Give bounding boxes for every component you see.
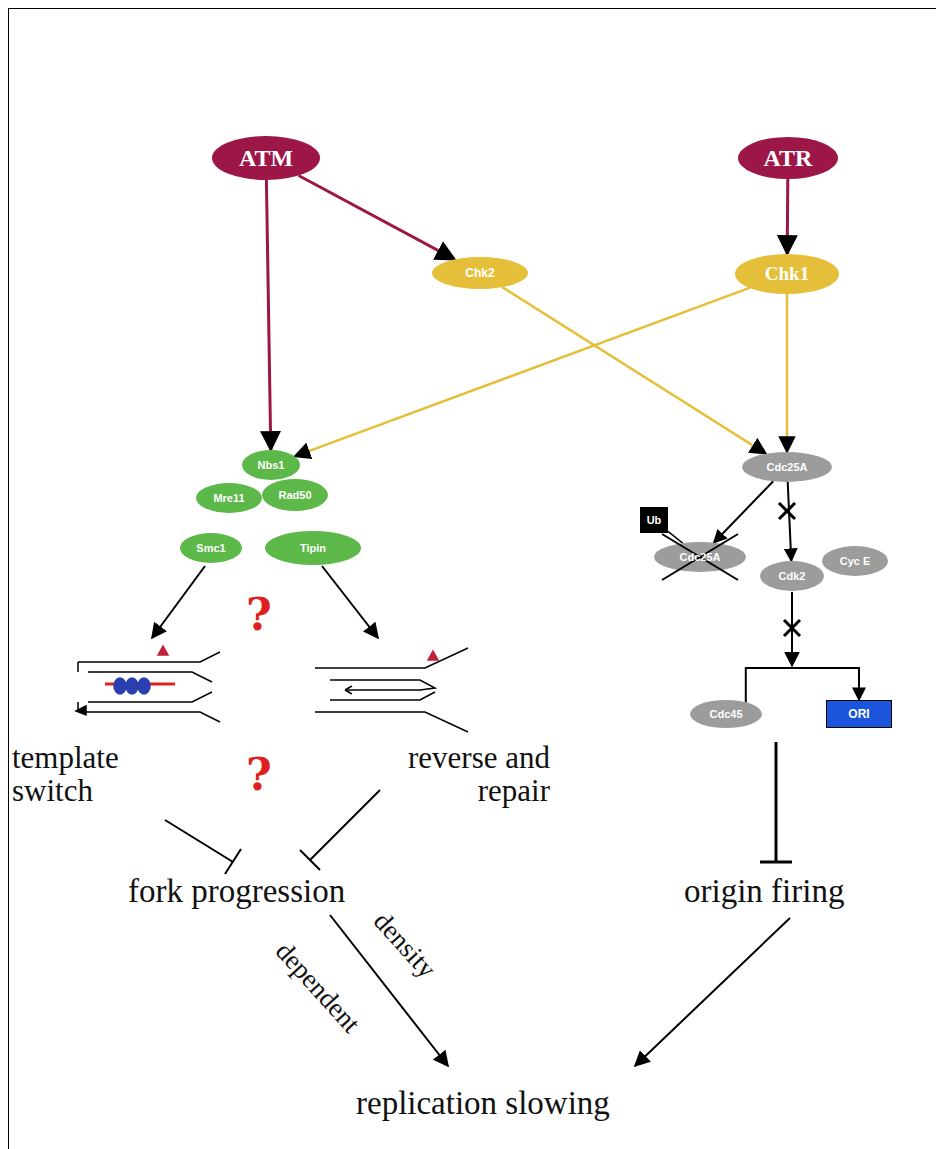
connector [266, 180, 270, 450]
reversed-fork [315, 648, 468, 732]
block-cross [779, 503, 795, 519]
protein-ellipse: Smc1 [180, 533, 242, 563]
connector [786, 179, 790, 254]
process-label: template switch [12, 742, 162, 807]
protein-ellipse: Mre11 [196, 483, 262, 513]
protein-ellipse: Cdk2 [760, 561, 824, 591]
block-cross [784, 620, 800, 636]
node-label: Cdc25A [767, 461, 808, 473]
process-label: fork progression [128, 874, 345, 909]
inhibit-bar [760, 861, 792, 864]
node-label: Ub [647, 514, 662, 526]
node-label: Smc1 [196, 542, 225, 554]
node-label: ORI [848, 707, 869, 721]
connector [786, 294, 789, 452]
node-label: Mre11 [213, 492, 244, 504]
inhibit-line [775, 742, 778, 862]
inhibit-line [165, 820, 233, 862]
node-label: Cdc45 [709, 708, 742, 720]
node-label: Tipin [300, 542, 326, 554]
process-label: origin firing [684, 874, 844, 909]
node-label: Chk1 [765, 263, 809, 285]
node-label: Cyc E [840, 555, 871, 567]
node-label: Rad50 [278, 489, 311, 501]
protein-ellipse: Cyc E [822, 546, 888, 576]
node-label: Cdc25A [680, 551, 721, 563]
checkpoint-ellipse: Chk1 [735, 254, 839, 294]
inhibit-bar [300, 850, 320, 870]
connector [502, 287, 766, 454]
checkpoint-ellipse: Chk2 [432, 257, 528, 289]
arrow [635, 918, 790, 1066]
node-label: ATM [239, 145, 293, 172]
degraded-protein: Cdc25A [654, 542, 746, 572]
protein-ellipse: Cdc25A [742, 452, 832, 482]
connector [714, 481, 773, 542]
inhibit-line [310, 790, 380, 860]
protein-ellipse: Rad50 [262, 479, 328, 511]
template-switch-fork [76, 646, 220, 722]
cross-out-stroke [662, 534, 738, 580]
question-mark: ? [246, 752, 272, 798]
process-label: replication slowing [356, 1086, 610, 1121]
inhibit-bar [225, 849, 241, 874]
kinase-ellipse: ATR [738, 137, 838, 179]
node-label: ATR [764, 145, 813, 172]
connector [788, 482, 792, 561]
protein-ellipse: Cdc45 [690, 700, 762, 728]
arrow [322, 566, 378, 638]
connector [746, 668, 859, 702]
kinase-ellipse: ATM [212, 136, 320, 180]
node-label: Chk2 [465, 266, 494, 280]
connector [299, 176, 455, 260]
connector [295, 288, 750, 456]
ubiquitin-tag: Ub [640, 507, 668, 533]
node-label: Cdk2 [779, 570, 806, 582]
protein-ellipse: Nbs1 [242, 450, 300, 480]
question-mark: ? [246, 592, 272, 638]
node-label: Nbs1 [258, 459, 285, 471]
arrow [152, 566, 205, 638]
process-label: reverse and repair [330, 742, 550, 807]
protein-ellipse: Tipin [265, 531, 361, 565]
line-label: density [367, 905, 443, 985]
origin-box: ORI [826, 700, 892, 728]
line-label: dependent [269, 935, 367, 1039]
